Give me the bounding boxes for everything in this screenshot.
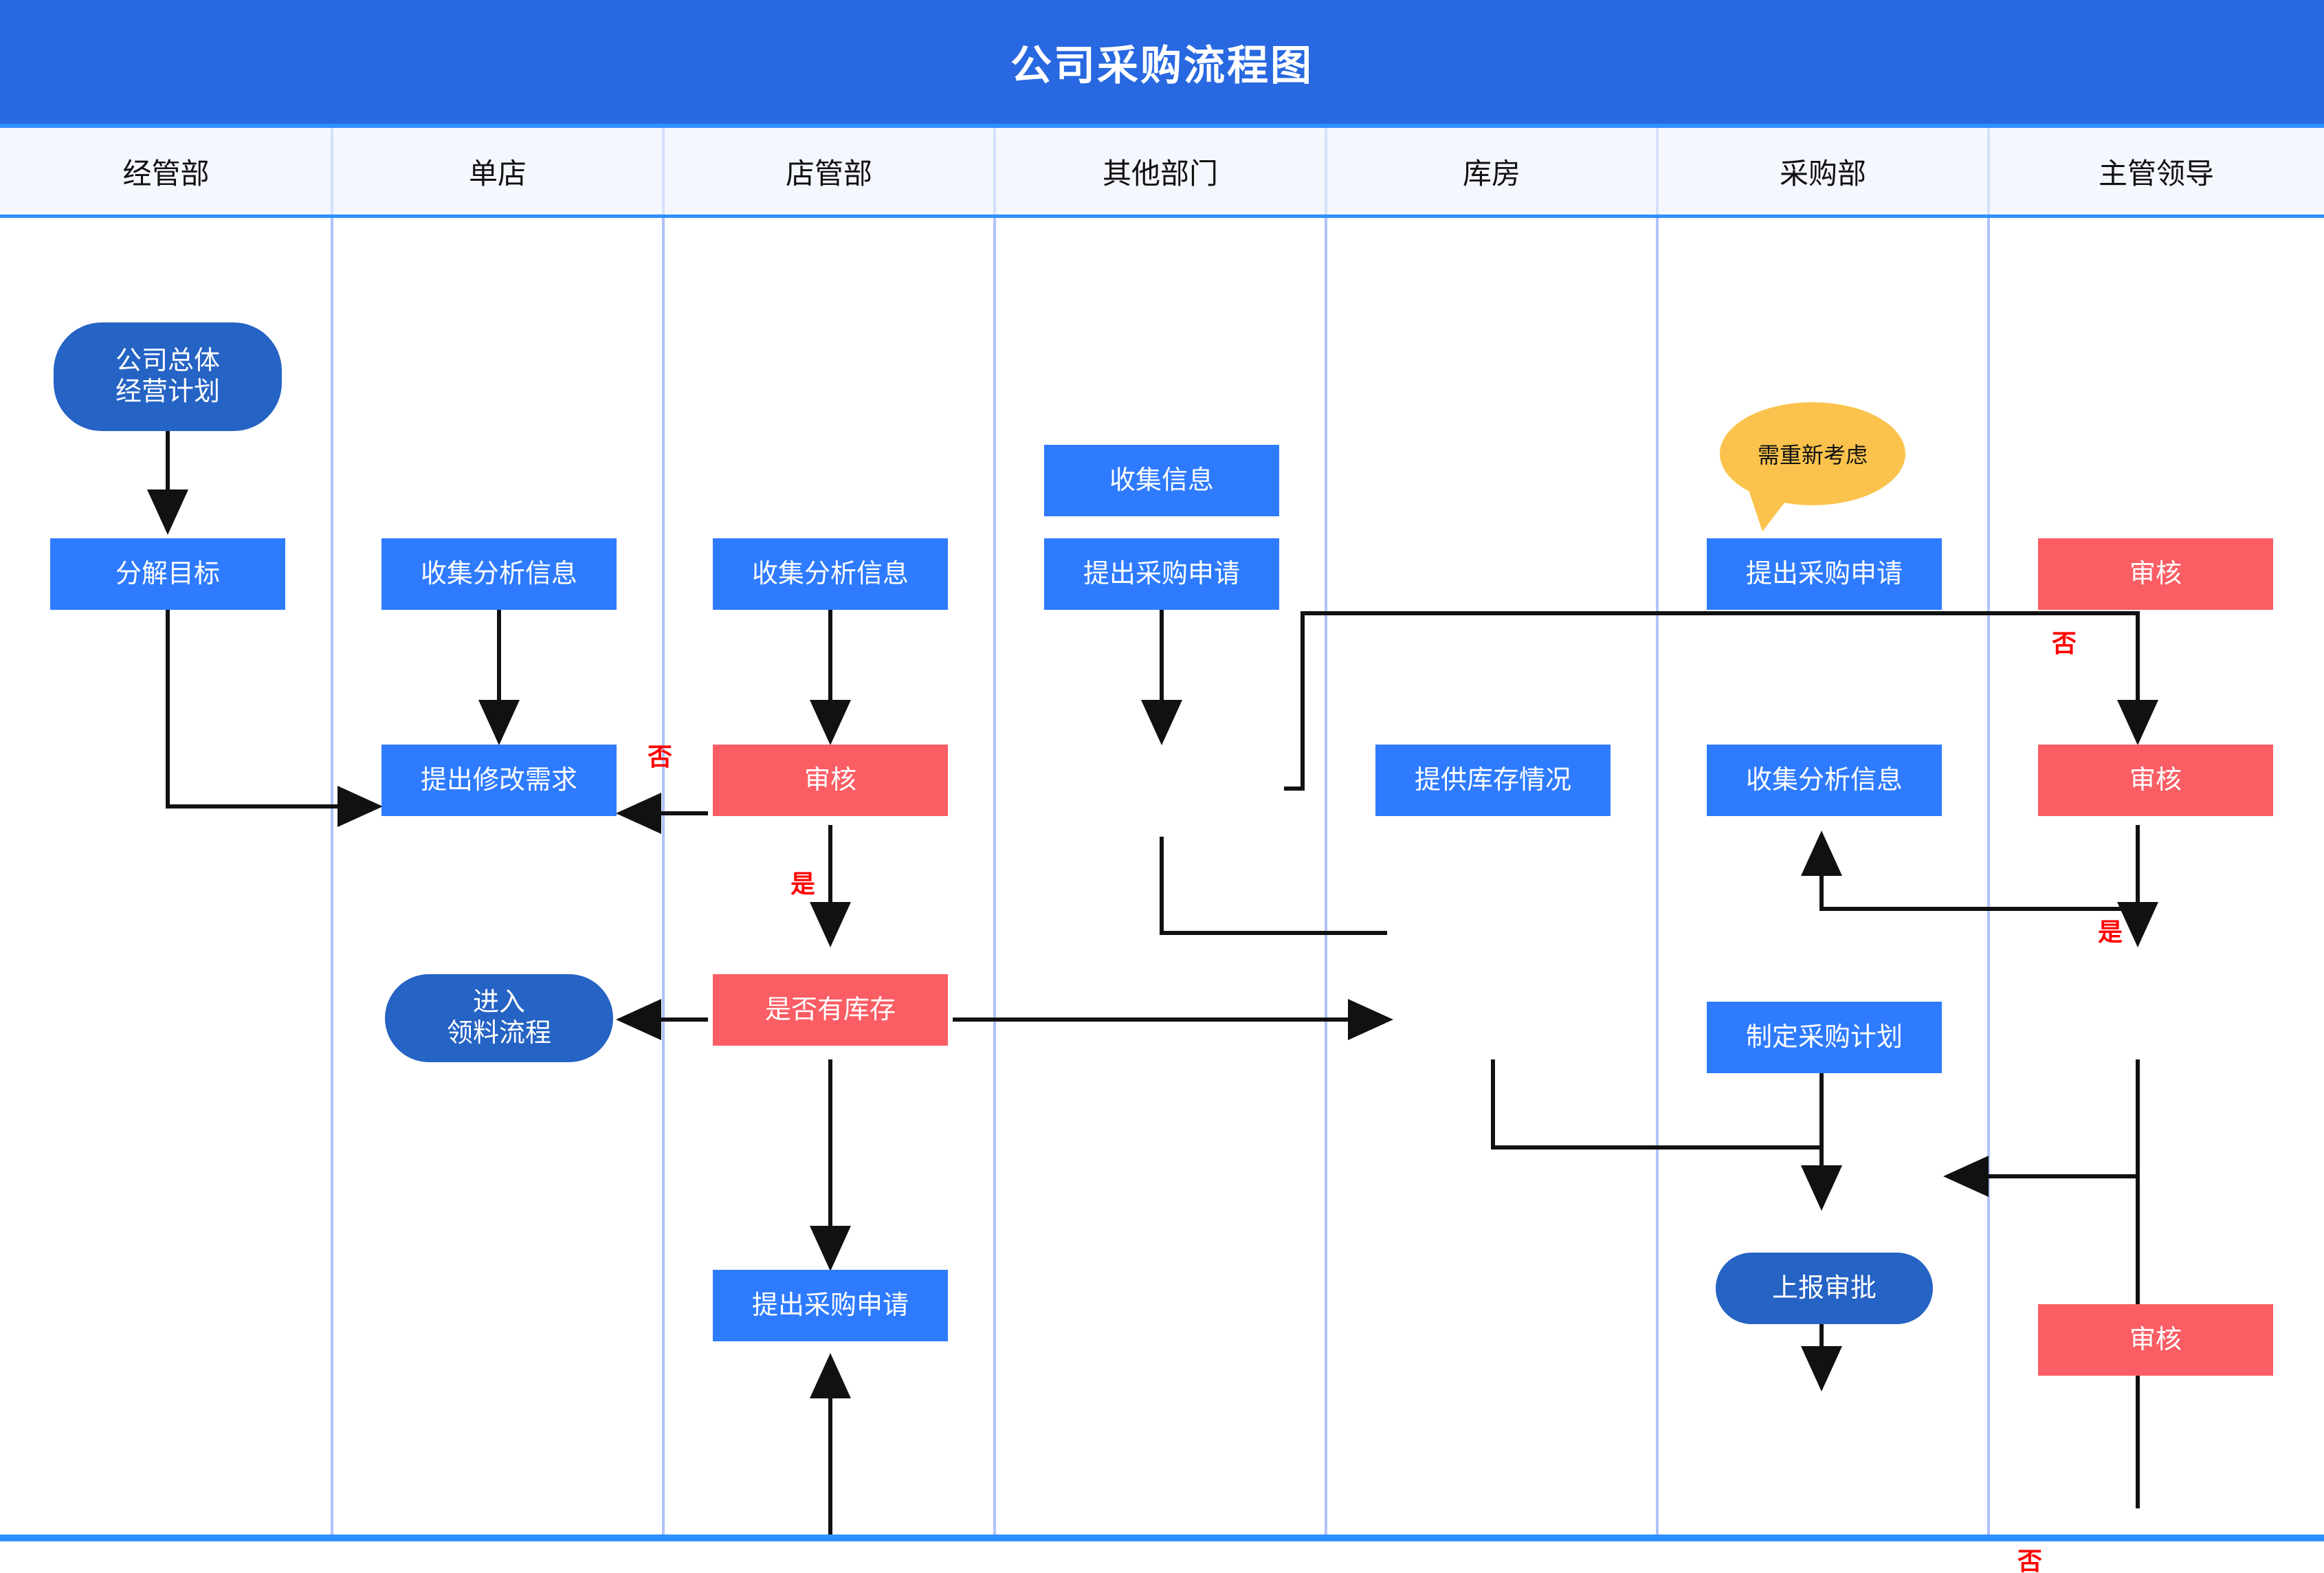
node-label: 公司总体经营计划 [115, 346, 220, 406]
node-review-leader-1[interactable]: 审核 [2038, 538, 2273, 610]
node-make-purchase-plan[interactable]: 制定采购计划 [1707, 1002, 1942, 1073]
lane-divider-4 [1325, 128, 1327, 214]
connector-layer [147, 431, 2158, 1534]
lane-header-bottom-rule [0, 214, 2324, 218]
edge-n17-n13-no [1801, 825, 2140, 911]
lane-header-top-rule [0, 124, 2324, 128]
lane-divider-5 [1656, 128, 1659, 214]
edge-label-no-review-dianguanbu: 否 [648, 742, 673, 771]
lane-header-qitabumen: 其他部门 [1102, 157, 1218, 190]
lane-header-kufang: 库房 [1462, 157, 1520, 190]
edge-n19-n9-no [810, 1353, 851, 1534]
node-provide-inventory-status[interactable]: 提供库存情况 [1375, 745, 1611, 816]
node-collect-analyze-info-caigoubu[interactable]: 收集分析信息 [1707, 745, 1942, 816]
edge-n11-n12 [1160, 837, 1387, 935]
node-review-leader-3[interactable]: 审核 [2038, 1304, 2273, 1376]
swimlane-divider-6 [1987, 218, 1990, 1534]
edge-label-yes-review-leader-2: 是 [2098, 918, 2123, 946]
lane-divider-3 [993, 128, 996, 214]
node-label: 进入领料流程 [446, 988, 551, 1048]
node-review-leader-2[interactable]: 审核 [2038, 745, 2273, 816]
callout-bubble: 需重新考虑 [1720, 402, 1905, 505]
node-collect-analyze-info-store[interactable]: 收集分析信息 [381, 538, 617, 610]
node-decompose-goals[interactable]: 分解目标 [50, 538, 285, 610]
edge-label-yes-review-dianguanbu: 是 [790, 870, 816, 898]
lane-header-jingguanbu: 经管部 [122, 157, 210, 190]
footer-rule [0, 1534, 2324, 1541]
lane-divider-6 [1987, 128, 1990, 214]
node-has-inventory[interactable]: 是否有库存 [713, 974, 948, 1046]
lane-header-dianguanbu: 店管部 [785, 157, 872, 190]
node-purchase-request-dianguanbu[interactable]: 提出采购申请 [713, 1270, 948, 1341]
lane-header-row: 经管部 单店 店管部 其他部门 库房 采购部 主管领导 [0, 128, 2324, 214]
edge-n18-n15-yes [1943, 1059, 2140, 1197]
swimlane-divider-4 [1325, 218, 1327, 1534]
swimlane-divider-2 [662, 218, 665, 1534]
edge-n2-n4 [166, 610, 383, 827]
lane-divider-2 [662, 128, 665, 214]
node-purchase-request-caigoubu[interactable]: 提出采购申请 [1707, 538, 1942, 610]
lane-divider-1 [331, 128, 333, 214]
edge-label-no-review-leader-1: 否 [2052, 629, 2077, 657]
lane-header-caigoubu: 采购部 [1779, 157, 1866, 190]
page-title: 公司采购流程图 [1010, 42, 1314, 89]
chart-title-bar: 公司采购流程图 [0, 0, 2324, 124]
node-submit-for-approval[interactable]: 上报审批 [1716, 1253, 1933, 1324]
swimlane-divider-3 [993, 218, 996, 1534]
flowchart-canvas: 公司总体经营计划 分解目标 收集分析信息 提出修改需求 进入领料流程 收集分析信… [0, 218, 2324, 1573]
swimlane-divider-5 [1656, 218, 1659, 1534]
edge-label-no-review-leader-3: 否 [2017, 1547, 2043, 1573]
swimlane-divider-1 [331, 218, 333, 1534]
node-company-overall-plan[interactable]: 公司总体经营计划 [54, 322, 282, 431]
node-collect-info-other[interactable]: 收集信息 [1044, 445, 1279, 516]
node-enter-material-requisition[interactable]: 进入领料流程 [385, 974, 613, 1062]
lane-header-zhuguanlingdao: 主管领导 [2098, 157, 2214, 190]
callout-tail [1749, 490, 1794, 531]
node-submit-change-request[interactable]: 提出修改需求 [381, 745, 617, 816]
node-review-dianguanbu[interactable]: 审核 [713, 745, 948, 816]
lane-header-dandian: 单店 [468, 157, 527, 190]
node-collect-analyze-info-dept[interactable]: 收集分析信息 [713, 538, 948, 610]
callout-reconsider: 需重新考虑 [1720, 402, 1905, 533]
node-purchase-request-other[interactable]: 提出采购申请 [1044, 538, 1279, 610]
